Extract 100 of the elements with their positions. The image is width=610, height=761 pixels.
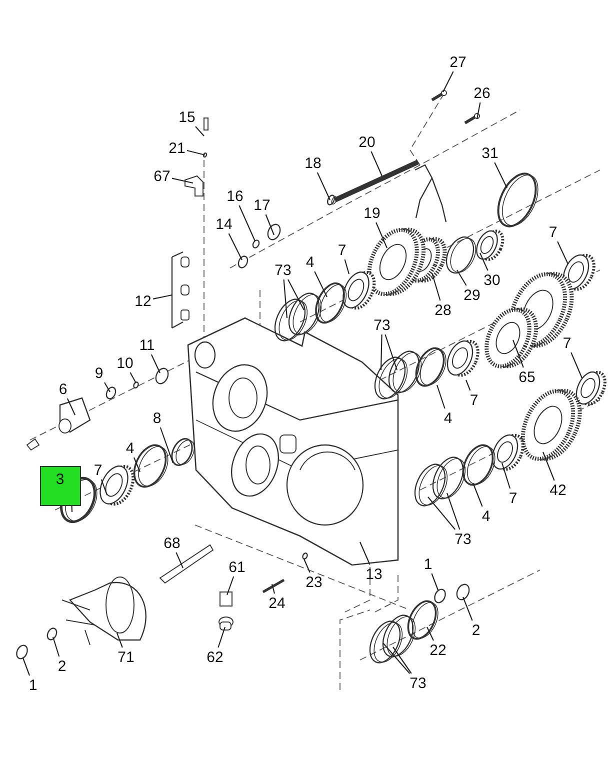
callout-number: 73 <box>454 530 472 548</box>
callout-number: 27 <box>449 54 467 70</box>
leader-line <box>442 71 454 92</box>
callout-number: 7 <box>548 224 558 240</box>
callout-number: 4 <box>444 410 452 426</box>
leader-line <box>71 506 73 512</box>
leader-line <box>436 384 446 409</box>
callout-number: 1 <box>28 676 38 694</box>
leader-line <box>130 372 136 384</box>
leader-line <box>476 102 481 120</box>
callout-number: 73 <box>373 316 391 334</box>
leader-line <box>431 573 439 590</box>
leader-line <box>160 427 174 464</box>
callout-number: 2 <box>58 658 66 674</box>
callout-number: 16 <box>226 188 244 204</box>
callout-number: 12 <box>134 292 152 310</box>
callout-number: 18 <box>304 154 322 172</box>
callout-number: 7 <box>94 462 102 478</box>
leader-line <box>370 151 382 176</box>
callout-number: 24 <box>268 594 286 612</box>
leader-line <box>52 636 60 657</box>
callout-number: 8 <box>152 410 162 426</box>
leader-line <box>186 150 206 156</box>
leader-line <box>316 172 330 200</box>
leader-line <box>472 482 483 507</box>
callout-number: 10 <box>116 354 134 372</box>
callout-number: 7 <box>508 490 518 506</box>
callout-number: 28 <box>434 302 452 318</box>
callout-number: 7 <box>338 242 346 258</box>
leader-line <box>104 382 110 392</box>
callout-number: 17 <box>253 196 271 214</box>
callout-number: 26 <box>473 84 491 102</box>
callout-number: 73 <box>274 262 292 278</box>
leader-line <box>195 126 204 136</box>
callout-number: 4 <box>126 440 134 456</box>
callout-number: 19 <box>363 204 381 222</box>
leader-line <box>376 222 388 248</box>
leader-line <box>66 398 76 416</box>
callout-number: 2 <box>472 622 480 638</box>
callout-number: 4 <box>482 508 490 524</box>
callout-number: 71 <box>117 648 135 666</box>
callout-number: 15 <box>178 108 196 126</box>
leader-line <box>116 632 123 648</box>
leader-line <box>218 626 226 648</box>
leader-line <box>238 205 256 242</box>
callout-number: 29 <box>463 286 481 304</box>
callout-number: 62 <box>206 648 224 666</box>
leader-line <box>100 479 108 496</box>
callout-number: 1 <box>424 556 432 572</box>
leader-line <box>494 162 508 188</box>
leader-line <box>265 214 275 236</box>
callout-number: 22 <box>429 642 447 658</box>
callout-number: 23 <box>305 574 323 590</box>
callout-number: 42 <box>549 482 567 498</box>
leader-line <box>360 542 370 565</box>
leader-line <box>226 576 234 596</box>
leader-line <box>446 492 460 530</box>
leader-line <box>480 252 488 271</box>
leader-line <box>283 279 288 318</box>
callout-number: 20 <box>358 134 376 150</box>
leader-line <box>570 352 582 378</box>
leader-line <box>304 558 310 573</box>
leader-line <box>382 642 410 674</box>
leader-line <box>288 279 304 310</box>
leader-line <box>462 596 473 621</box>
leader-line <box>380 334 382 370</box>
leader-line <box>271 584 276 594</box>
callout-number: 7 <box>470 392 478 408</box>
callout-number: 65 <box>518 368 536 386</box>
callout-number: 68 <box>163 534 181 552</box>
leader-line <box>501 462 511 489</box>
callout-number: 6 <box>58 380 68 398</box>
leader-line <box>228 233 242 260</box>
leader-line <box>22 658 30 676</box>
callout-number: 14 <box>215 216 233 232</box>
leader-line <box>134 457 140 472</box>
callout-number: 13 <box>365 566 383 582</box>
leader-line <box>512 340 524 368</box>
leader-line <box>426 626 434 641</box>
leader-line <box>557 241 568 264</box>
leader-line <box>314 271 328 298</box>
leader-line <box>152 294 172 300</box>
callout-number: 21 <box>168 140 186 156</box>
leader-line <box>384 334 398 370</box>
leader-line <box>172 178 194 184</box>
leader-line <box>542 452 555 481</box>
leader-line <box>428 496 456 530</box>
callout-number: 61 <box>228 558 246 576</box>
callout-number: 4 <box>306 254 314 270</box>
callout-number: 73 <box>409 674 427 692</box>
highlighted-callout: 3 <box>40 466 80 506</box>
callout-number: 30 <box>483 272 501 288</box>
leader-line <box>465 380 471 391</box>
callout-number: 11 <box>138 336 156 354</box>
callout-number: 7 <box>562 334 572 352</box>
leader-line <box>150 354 160 374</box>
callout-number: 67 <box>153 168 171 184</box>
leader-line <box>344 259 350 274</box>
callout-number: 9 <box>94 364 104 382</box>
leader-line <box>431 272 441 301</box>
